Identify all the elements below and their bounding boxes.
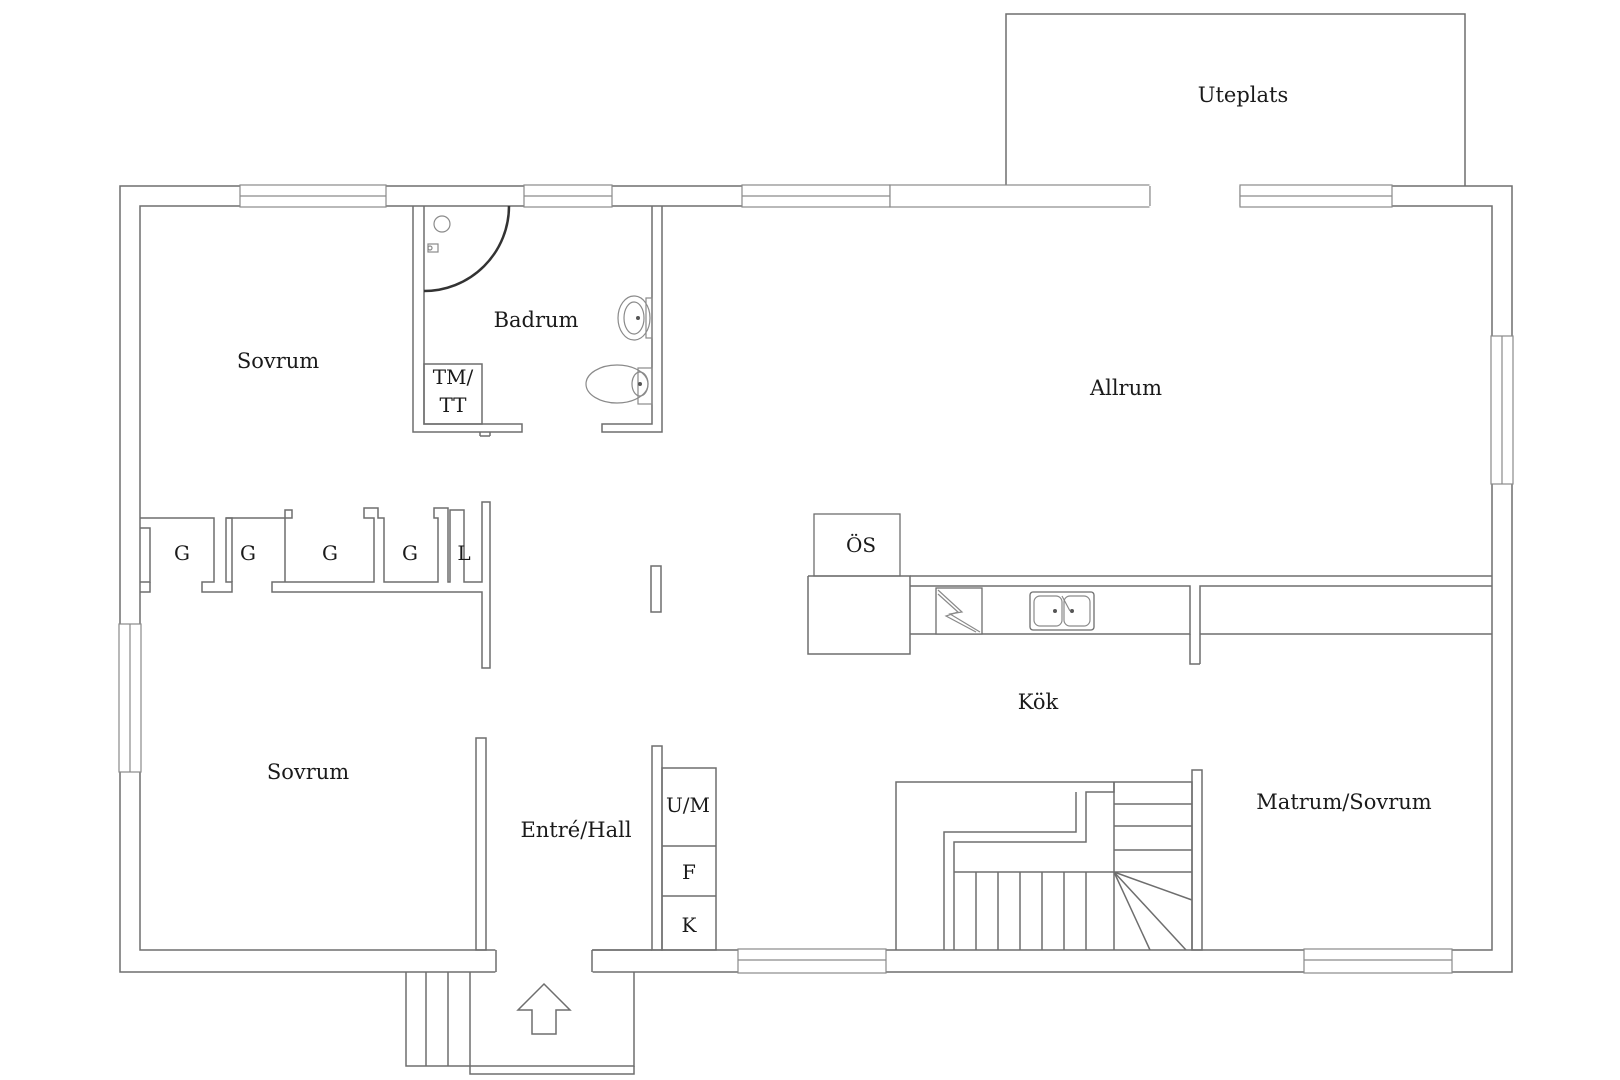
tm-tt-box <box>423 363 483 425</box>
label-sovrum-top: Sovrum <box>237 349 319 373</box>
closet-walls <box>140 501 491 669</box>
room-labels: Uteplats Badrum Sovrum Allrum TM/ TT G G… <box>174 83 1432 937</box>
label-os: ÖS <box>846 532 876 557</box>
shower-icon <box>423 205 511 293</box>
label-closet-g1: G <box>174 541 190 565</box>
label-closet-g4: G <box>402 541 418 565</box>
label-matrum-sovrum: Matrum/Sovrum <box>1256 790 1431 814</box>
closets-um-f-k <box>661 767 717 951</box>
label-k: K <box>682 913 698 937</box>
label-uteplats: Uteplats <box>1198 83 1288 107</box>
stove-icon <box>935 587 983 635</box>
label-closet-g2: G <box>240 541 256 565</box>
staircase-icon <box>895 769 1203 951</box>
sink-icon <box>617 295 653 341</box>
label-um: U/M <box>666 793 710 817</box>
label-closet-l: L <box>457 541 470 565</box>
label-tt: TT <box>439 393 467 417</box>
kitchen-sink-icon <box>1029 591 1095 631</box>
entrance-steps <box>405 972 635 1075</box>
label-badrum: Badrum <box>494 308 579 332</box>
label-sovrum-bottom: Sovrum <box>267 760 349 784</box>
label-f: F <box>682 860 696 884</box>
outer-walls <box>119 185 1513 973</box>
toilet-icon <box>585 364 653 405</box>
column <box>650 565 662 613</box>
windows <box>118 184 1514 974</box>
kitchen-counter <box>807 513 1492 665</box>
entrance-arrow-icon <box>516 982 572 1035</box>
label-closet-g3: G <box>322 541 338 565</box>
label-tm: TM/ <box>433 365 474 389</box>
label-entre-hall: Entré/Hall <box>520 818 631 842</box>
terrace-outline <box>1005 13 1466 186</box>
hall-walls <box>475 737 663 951</box>
label-kok: Kök <box>1018 690 1059 714</box>
label-allrum: Allrum <box>1089 376 1162 400</box>
